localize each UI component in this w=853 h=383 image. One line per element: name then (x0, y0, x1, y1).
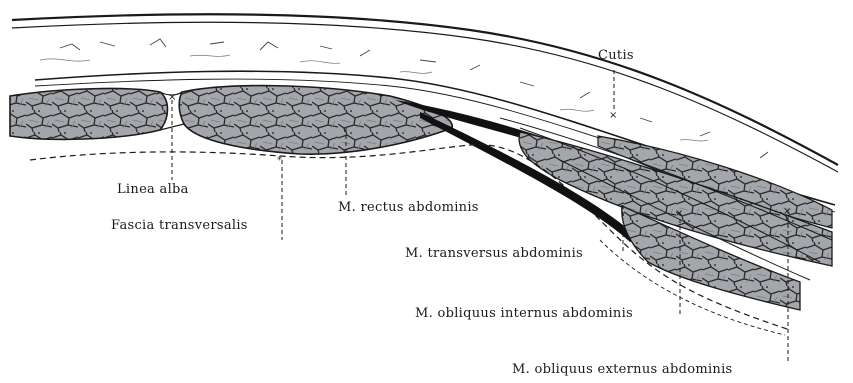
label-cutis: Cutis (598, 48, 634, 63)
cutis-marker: × (609, 110, 617, 121)
obliquus-internus-marker: × (675, 208, 683, 219)
label-linea-alba: Linea alba (117, 182, 189, 197)
label-fascia-transversalis: Fascia transversalis (111, 218, 248, 233)
fascia-marker: * (277, 155, 282, 166)
label-transversus-abdominis: M. transversus abdominis (405, 246, 583, 261)
label-obliquus-internus: M. obliquus internus abdominis (415, 306, 633, 321)
label-obliquus-externus: M. obliquus externus abdominis (512, 362, 733, 377)
rectus-muscle-right (179, 86, 452, 155)
label-rectus-abdominis: M. rectus abdominis (338, 200, 479, 215)
obliquus-externus-marker: × (783, 206, 791, 217)
rectus-muscle-left (10, 89, 168, 140)
